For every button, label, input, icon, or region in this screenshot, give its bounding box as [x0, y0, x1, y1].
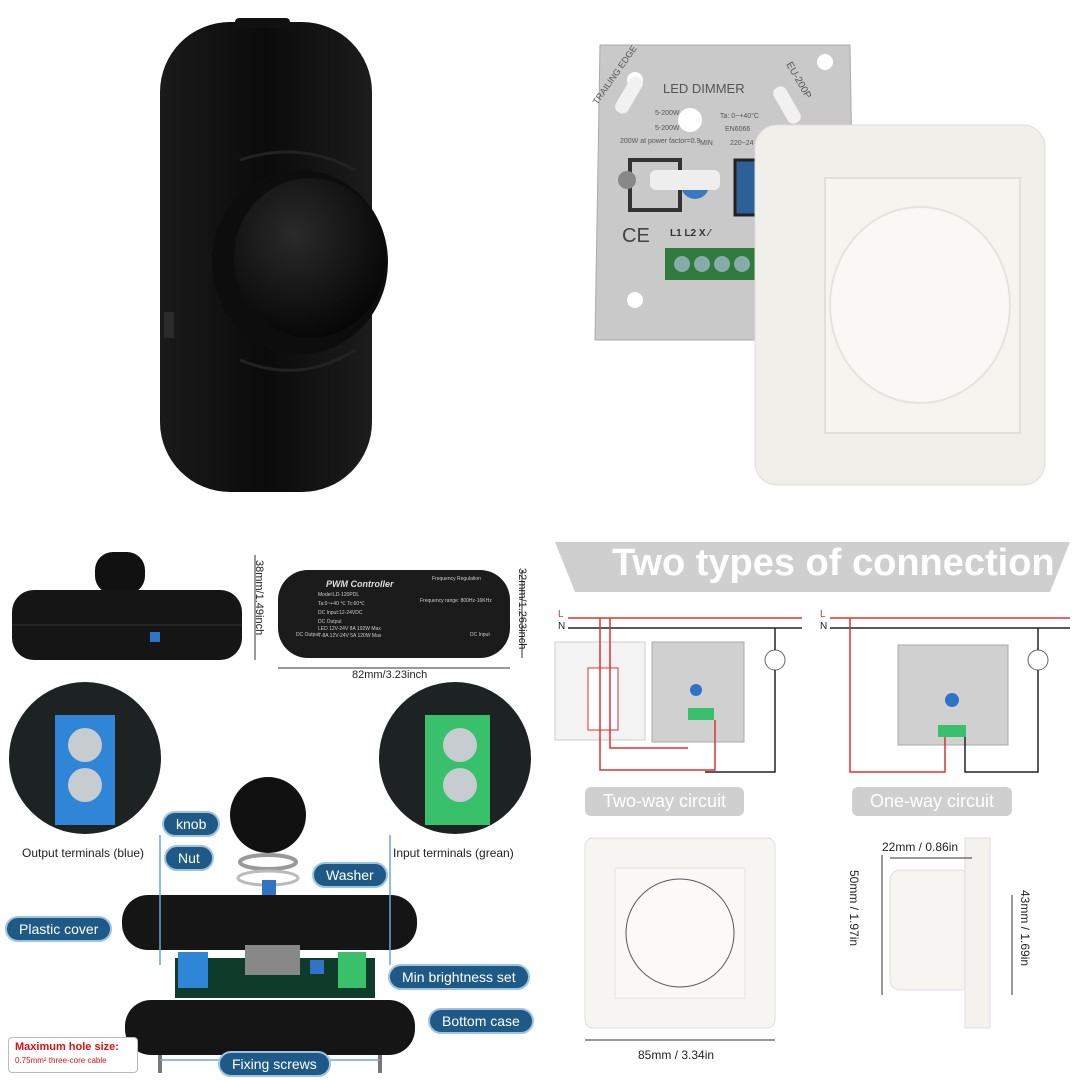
one-way-circuit-label: One-way circuit: [852, 787, 1013, 816]
knob-label: knob: [162, 811, 221, 837]
connection-panel: Two types of connection L N L N Two-way …: [540, 540, 1080, 1080]
length-dimension: 82mm/3.23inch: [352, 669, 428, 681]
plate-std: EN6066: [725, 126, 751, 133]
controller-line-0: Ta:0~+40 ℃ Tc:60℃: [318, 601, 365, 607]
output-terminals-caption: Output terminals (blue): [22, 846, 145, 860]
plate-volt: 220~24: [730, 140, 754, 147]
hole-size-note: Maximum hole size: 0.75mm² three-core ca…: [8, 1037, 138, 1073]
controller-line-1: DC Input:12-24VDC: [318, 610, 363, 616]
controller-line-2: DC Output: [318, 619, 342, 625]
height-left-dimension: 50mm / 1.97in: [847, 870, 861, 947]
controller-line-4: 7-8A 12V-24V 5A 120W Max: [318, 633, 382, 639]
height-right-dimension: 43mm / 1.69in: [1018, 890, 1032, 967]
ce-mark: CE: [622, 225, 650, 247]
nut-label: Nut: [164, 845, 214, 871]
bottom-case-label: Bottom case: [428, 1008, 534, 1034]
pwm-controller-panel: 38mm/1.49inch PWM Controller Frequency R…: [0, 540, 540, 1080]
input-terminals-caption: Input terminals (grean): [393, 846, 514, 860]
hole-size-title: Maximum hole size:: [15, 1041, 119, 1053]
height-dimension: 38mm/1.49inch: [253, 560, 265, 636]
plate-brand: LED DIMMER: [663, 81, 745, 96]
controller-freq: Frequency range: 800Hz-16KHz: [420, 598, 492, 604]
depth-dimension: 22mm / 0.86in: [882, 840, 959, 854]
hole-size-sub: 0.75mm² three-core cable: [15, 1056, 107, 1065]
width-dimension: 32mm/1.263inch: [516, 568, 528, 650]
plate-spec1: 5-200W: [655, 110, 680, 117]
neutral-label-right: N: [820, 621, 828, 632]
neutral-label-left: N: [558, 621, 566, 632]
line-label-left: L: [558, 609, 564, 620]
controller-in-label: DC Input: [470, 632, 490, 638]
washer-label: Washer: [312, 862, 388, 888]
fixing-screws-label: Fixing screws: [218, 1051, 331, 1077]
plate-spec2: 5-200W: [655, 125, 680, 132]
two-way-circuit-label: Two-way circuit: [585, 787, 745, 816]
controller-model: Model:LD-120PDL: [318, 592, 360, 598]
plate-temp: Ta: 0~+40°C: [720, 113, 759, 120]
controller-title: PWM Controller: [326, 579, 394, 589]
led-dimmer-photo: LED DIMMER TRAILING EDGE EU-200P 5-200W …: [540, 0, 1080, 540]
inline-dimmer-photo: [0, 0, 540, 540]
connection-banner: Two types of connection: [612, 542, 1055, 584]
width-dimension-front: 85mm / 3.34in: [638, 1048, 715, 1062]
controller-freq-label: Frequency Regulation: [432, 576, 481, 582]
plastic-cover-label: Plastic cover: [5, 916, 113, 942]
controller-line-3: LED 12V-24V 8A 192W Max: [318, 626, 381, 632]
plate-min: MIN: [700, 140, 713, 147]
plate-terminals: L1 L2 X ⁄: [670, 228, 711, 239]
plate-spec3: 200W at power factor=0.9: [620, 138, 701, 145]
controller-out-label: DC Output: [296, 632, 320, 638]
line-label-right: L: [820, 609, 826, 620]
min-brightness-label: Min brightness set: [388, 964, 530, 990]
